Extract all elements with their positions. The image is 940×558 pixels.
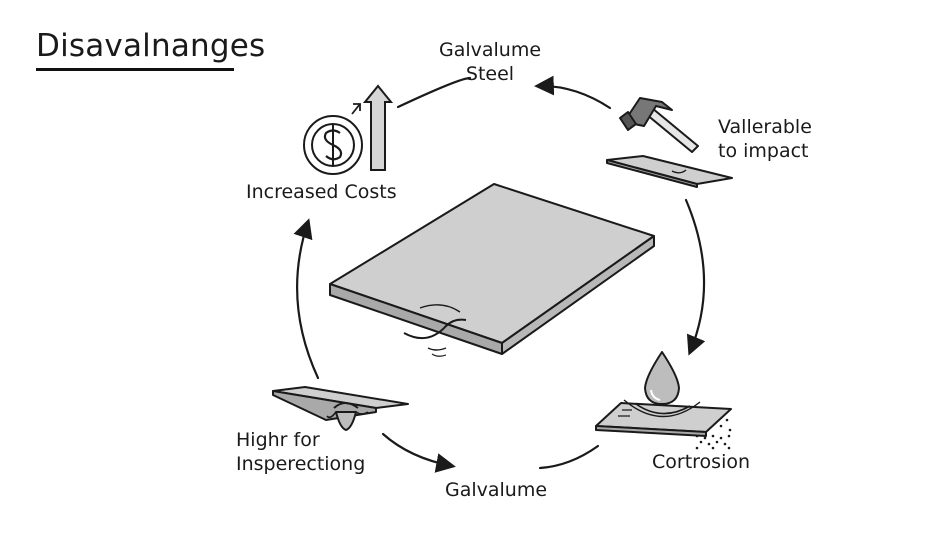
arrow-inspection-to-costs xyxy=(293,218,320,380)
label-increased-costs: Increased Costs xyxy=(246,181,397,203)
title-underline xyxy=(36,68,234,71)
dollar-coin-arrow-icon xyxy=(303,84,394,175)
label-line: Steel xyxy=(465,63,515,85)
label-inspection: Highr for Insperectiong xyxy=(236,428,365,476)
water-drop-icon xyxy=(595,351,732,450)
hammer-icon xyxy=(606,97,733,188)
arrow-top-to-top xyxy=(396,76,472,109)
label-galvalume-steel: Galvalume Steel xyxy=(430,38,550,86)
label-line: Galvalume xyxy=(438,39,542,61)
arrow-impact-to-top xyxy=(534,75,612,110)
page-title: Disavalnanges xyxy=(36,28,266,64)
label-line: Insperectiong xyxy=(236,453,366,475)
arrow-impact-to-corrosion xyxy=(684,198,706,356)
label-line: Highr for xyxy=(236,429,320,451)
label-line: Vallerable xyxy=(718,116,812,138)
arrow-corrosion-to-bottom xyxy=(538,444,600,470)
label-galvalume: Galvalume xyxy=(445,479,548,501)
label-line: to impact xyxy=(718,140,809,162)
dented-sheet-icon xyxy=(272,386,409,431)
label-corrosion: Cortrosion xyxy=(652,451,751,473)
label-vulnerable-to-impact: Vallerable to impact xyxy=(718,115,812,163)
metal-sheet-icon xyxy=(329,183,655,357)
arrow-inspection-to-bottom xyxy=(381,432,456,473)
